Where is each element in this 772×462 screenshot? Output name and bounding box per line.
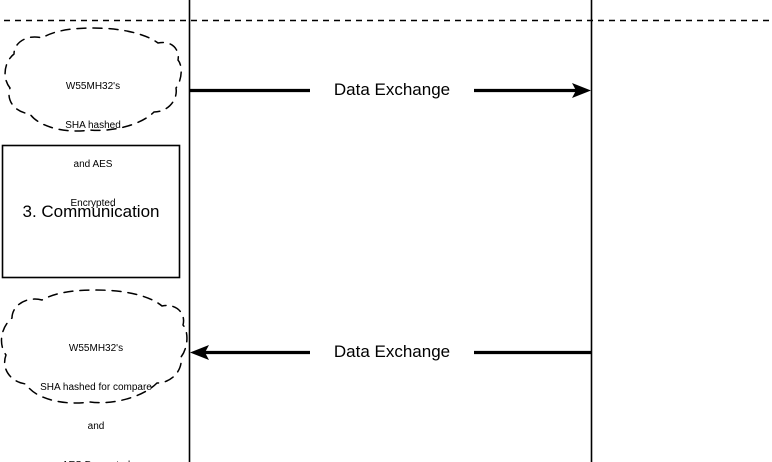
message-incoming-label: Data Exchange — [310, 342, 474, 362]
cloud-encrypt-line-4: Encrypted — [70, 198, 116, 209]
message-incoming-arrowhead — [190, 345, 209, 360]
cloud-decrypt-line-1: W55MH32's — [68, 343, 124, 354]
cloud-decrypt-outline — [0, 289, 188, 404]
phase-box — [1, 144, 181, 279]
cloud-decrypt-label: W55MH32's SHA hashed for compare and AES… — [6, 316, 186, 462]
message-outgoing-arrowhead — [572, 83, 591, 98]
message-outgoing-label: Data Exchange — [310, 80, 474, 100]
cloud-encrypt-label: W55MH32's SHA hashed and AES Encrypted — [23, 54, 163, 236]
cloud-decrypt-line-2: SHA hashed for compare — [40, 382, 152, 393]
phase-box-label: 3. Communication — [22, 202, 160, 221]
cloud-encrypt-outline — [4, 27, 182, 132]
cloud-encrypt-line-2: SHA hashed — [65, 120, 121, 131]
cloud-encrypt-line-3: and AES — [73, 159, 113, 170]
cloud-decrypt-line-3: and — [87, 421, 105, 432]
cloud-decrypt-line-4: AES Decrypted — [6, 459, 186, 462]
cloud-encrypt-line-1: W55MH32's — [65, 81, 121, 92]
